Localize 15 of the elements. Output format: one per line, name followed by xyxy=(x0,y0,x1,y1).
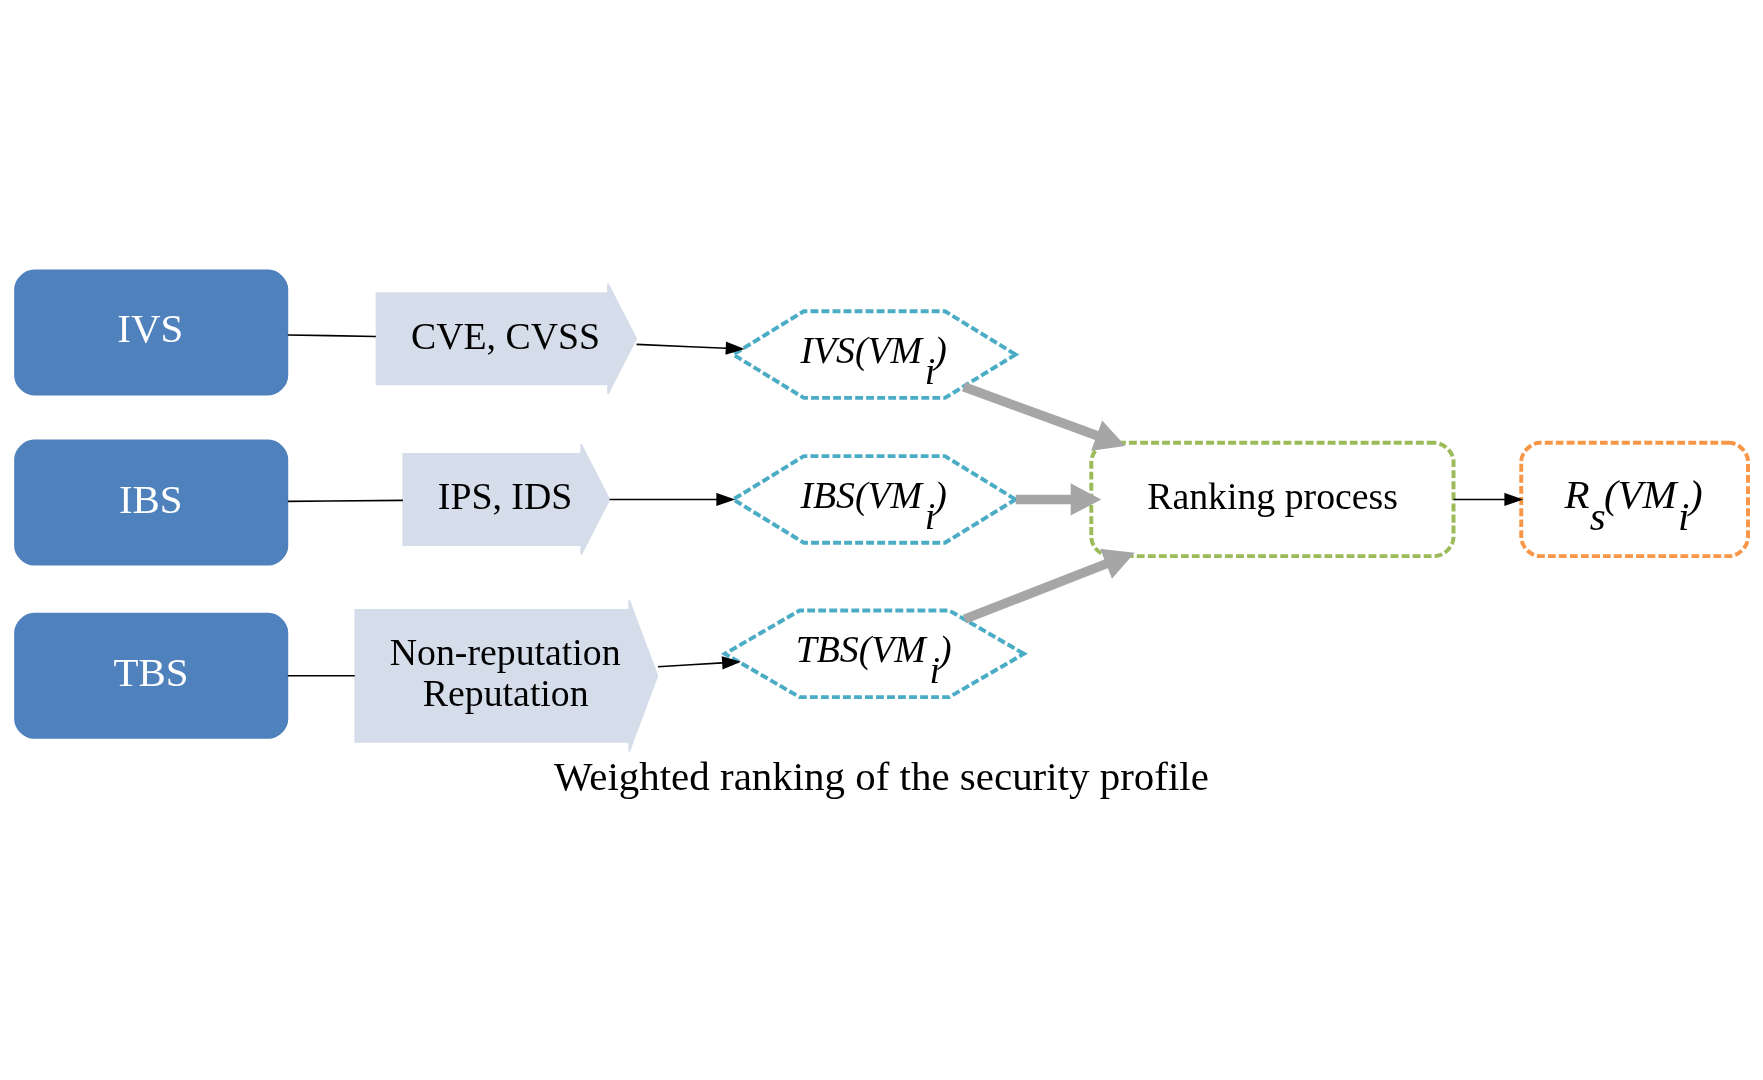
caption: Weighted ranking of the security profile xyxy=(553,754,1209,800)
arrow xyxy=(1452,492,1524,507)
arrow xyxy=(962,382,1126,451)
arrow xyxy=(657,656,741,670)
node-box: TBS xyxy=(14,612,289,739)
connector xyxy=(287,499,404,503)
arrow xyxy=(635,341,745,355)
node-box: IBS xyxy=(14,439,289,566)
connector xyxy=(287,334,377,338)
arrow xyxy=(1015,483,1102,516)
node-box: Ranking process xyxy=(1089,440,1456,559)
connector xyxy=(287,675,356,677)
arrow xyxy=(962,548,1135,624)
arrow xyxy=(608,492,736,507)
node-box: IVS xyxy=(14,269,289,396)
